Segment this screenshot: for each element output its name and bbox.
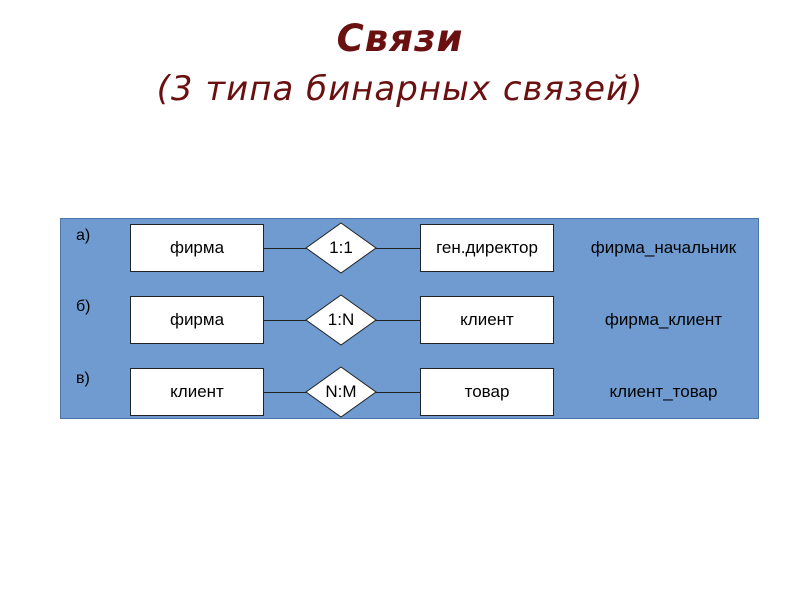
relationship-row-c: в) клиент N:M товар клиент_товар bbox=[61, 366, 760, 418]
relationship-diamond: 1:N bbox=[305, 294, 377, 346]
relationship-name: клиент_товар bbox=[609, 382, 718, 401]
entity-box-right: клиент bbox=[420, 296, 554, 344]
relationship-row-a: а) фирма 1:1 ген.директор фирма_начальни… bbox=[61, 222, 760, 274]
row-label: а) bbox=[76, 227, 91, 244]
row-label: в) bbox=[76, 370, 90, 387]
entity-box-left: фирма bbox=[130, 296, 264, 344]
row-label: б) bbox=[76, 298, 91, 315]
slide-title: Связи bbox=[336, 17, 464, 60]
slide-subtitle: (3 типа бинарных связей) bbox=[156, 69, 644, 109]
relationship-row-b: б) фирма 1:N клиент фирма_клиент bbox=[61, 294, 760, 346]
relationship-name: фирма_начальник bbox=[590, 238, 737, 257]
entity-box-left: клиент bbox=[130, 368, 264, 416]
slide-title-block: Связи (3 типа бинарных связей) bbox=[0, 14, 800, 112]
entity-box-right: ген.директор bbox=[420, 224, 554, 272]
relationship-name: фирма_клиент bbox=[604, 310, 723, 329]
er-diagram-panel: а) фирма 1:1 ген.директор фирма_начальни… bbox=[60, 218, 759, 419]
relationship-diamond: N:M bbox=[305, 366, 377, 418]
entity-box-left: фирма bbox=[130, 224, 264, 272]
relationship-diamond: 1:1 bbox=[305, 222, 377, 274]
cardinality-label: N:M bbox=[325, 382, 357, 401]
cardinality-label: 1:1 bbox=[329, 238, 353, 257]
entity-box-right: товар bbox=[420, 368, 554, 416]
cardinality-label: 1:N bbox=[327, 310, 355, 329]
